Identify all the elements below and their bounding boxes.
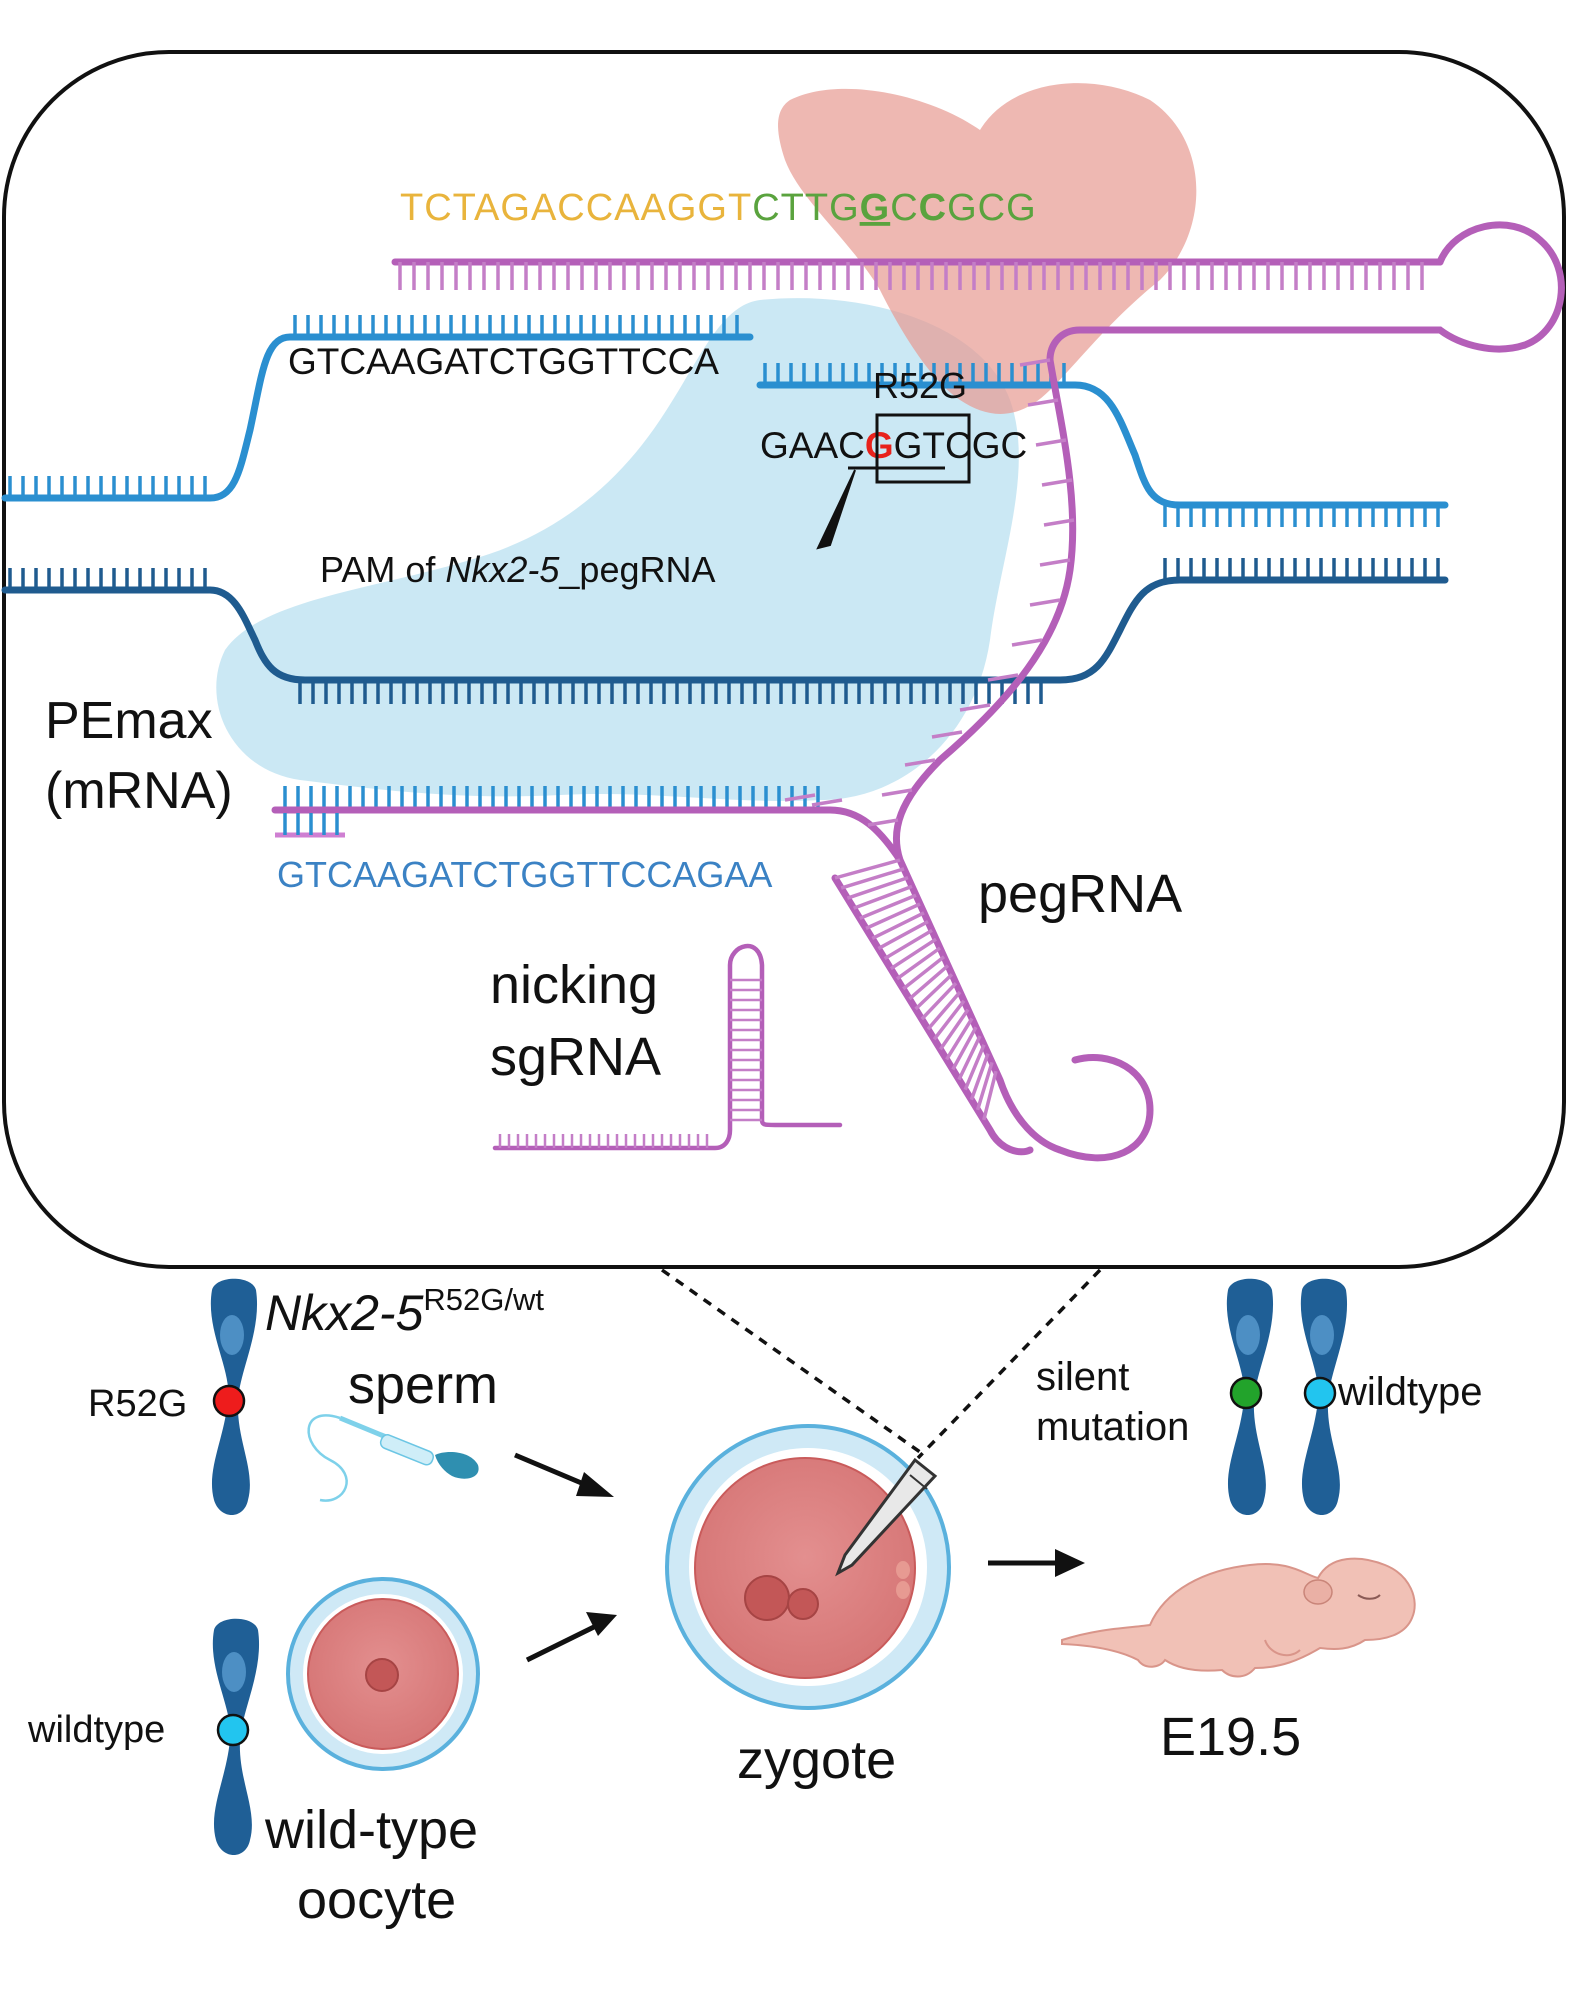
pemax-label-line1: PEmax <box>45 692 213 750</box>
dna-top-strand-bases <box>8 315 1440 527</box>
oocyte-label-line1: wild-type <box>264 1800 478 1860</box>
dna-top-strand-left <box>1 333 754 502</box>
pegrna-template-sequence: TCTAGACCAAGGTCTTGGCCGCG <box>400 187 1037 229</box>
arrow-oocyte-to-zygote <box>525 1621 602 1663</box>
edited-seq-before: GAAC <box>760 425 865 466</box>
sperm-genotype-gene: Nkx2-5 <box>265 1285 424 1341</box>
pam-label-prefix: PAM of <box>320 549 445 590</box>
oocyte-cell <box>286 1577 480 1771</box>
sperm-label: sperm <box>348 1355 498 1415</box>
pemax-protein-blob <box>216 298 1019 802</box>
pegrna-spacer-bases <box>283 813 339 835</box>
pegrna-lower-stem-inner <box>831 874 1034 1156</box>
template-seq-green-2: C <box>890 187 918 229</box>
arrow-sperm-head <box>576 1472 614 1497</box>
template-seq-edit-1: G <box>860 187 891 229</box>
edit-label: R52G <box>873 365 967 406</box>
pam-pointer <box>816 469 856 550</box>
pam-label-gene: Nkx2-5 <box>445 549 560 590</box>
oocyte-wildtype-allele-label: wildtype <box>27 1709 165 1751</box>
pegrna-top-stem-rungs <box>398 262 1424 290</box>
pam-label-suffix: _pegRNA <box>558 549 715 590</box>
r52g-allele-label: R52G <box>88 1383 187 1425</box>
arrow-oocyte-head <box>586 1612 617 1636</box>
mechanism-inset-frame <box>2 50 1566 1269</box>
pegrna-lower-stem-rungs <box>834 858 998 1121</box>
template-seq-edit-2: C <box>919 187 947 229</box>
embryo-stage-label: E19.5 <box>1160 1707 1301 1767</box>
pam-label: PAM of Nkx2-5_pegRNA <box>320 549 716 590</box>
nicking-sgrna-bases <box>498 978 762 1148</box>
silent-mutation-allele-marker <box>1229 1376 1263 1410</box>
dna-bottom-strand-bases <box>8 558 1440 704</box>
edited-seq-base: G <box>865 425 894 466</box>
nicked-strand-bases <box>283 786 820 810</box>
edit-highlight-box <box>875 413 971 484</box>
r52g-allele-marker <box>212 1384 246 1418</box>
silent-mutation-label-line2: mutation <box>1036 1405 1189 1449</box>
offspring-wildtype-allele-marker <box>1303 1376 1337 1410</box>
zoom-line-left <box>660 1268 922 1454</box>
nicking-target-sequence: GTCAAGATCTGGTTCCAGAA <box>277 854 772 895</box>
nicking-label-line2: sgRNA <box>490 1027 661 1087</box>
oocyte-label-line2: oocyte <box>297 1870 456 1930</box>
pegrna-scaffold-rungs <box>784 358 1075 827</box>
template-seq-green: CTTG <box>752 187 859 229</box>
sperm-genotype-label: Nkx2-5R52G/wt <box>265 1282 544 1341</box>
edited-sequence: GAACGGTCGC <box>760 425 1027 466</box>
pegrna-label: pegRNA <box>978 864 1182 924</box>
template-seq-green-3: GCG <box>947 187 1037 229</box>
target-top-sequence: GTCAAGATCTGGTTCCA <box>288 341 719 382</box>
dna-bottom-strand <box>1 576 1449 684</box>
pegrna-top-loop <box>1046 221 1565 364</box>
dna-top-strand-right <box>756 381 1449 509</box>
zygote-label: zygote <box>737 1730 896 1790</box>
template-seq-orange: TCTAGACCAAGGT <box>400 187 752 229</box>
sperm-cell <box>307 1414 479 1502</box>
arrow-embryo-head <box>1055 1549 1085 1577</box>
injection-needle <box>835 1457 938 1577</box>
zygote-cell <box>665 1424 951 1710</box>
edited-seq-after: GTCGC <box>894 425 1028 466</box>
pemax-label-line2: (mRNA) <box>45 762 233 820</box>
oocyte-wildtype-allele-marker <box>216 1713 250 1747</box>
silent-mutation-label-line1: silent <box>1036 1355 1129 1399</box>
pegrna-scaffold <box>271 356 1154 1162</box>
nicking-sgrna-backbone <box>492 944 843 1151</box>
offspring-wildtype-label: wildtype <box>1337 1370 1483 1414</box>
embryo-e19-5 <box>1061 1557 1416 1678</box>
sperm-genotype-superscript: R52G/wt <box>423 1282 544 1317</box>
nicking-label-line1: nicking <box>490 955 658 1015</box>
